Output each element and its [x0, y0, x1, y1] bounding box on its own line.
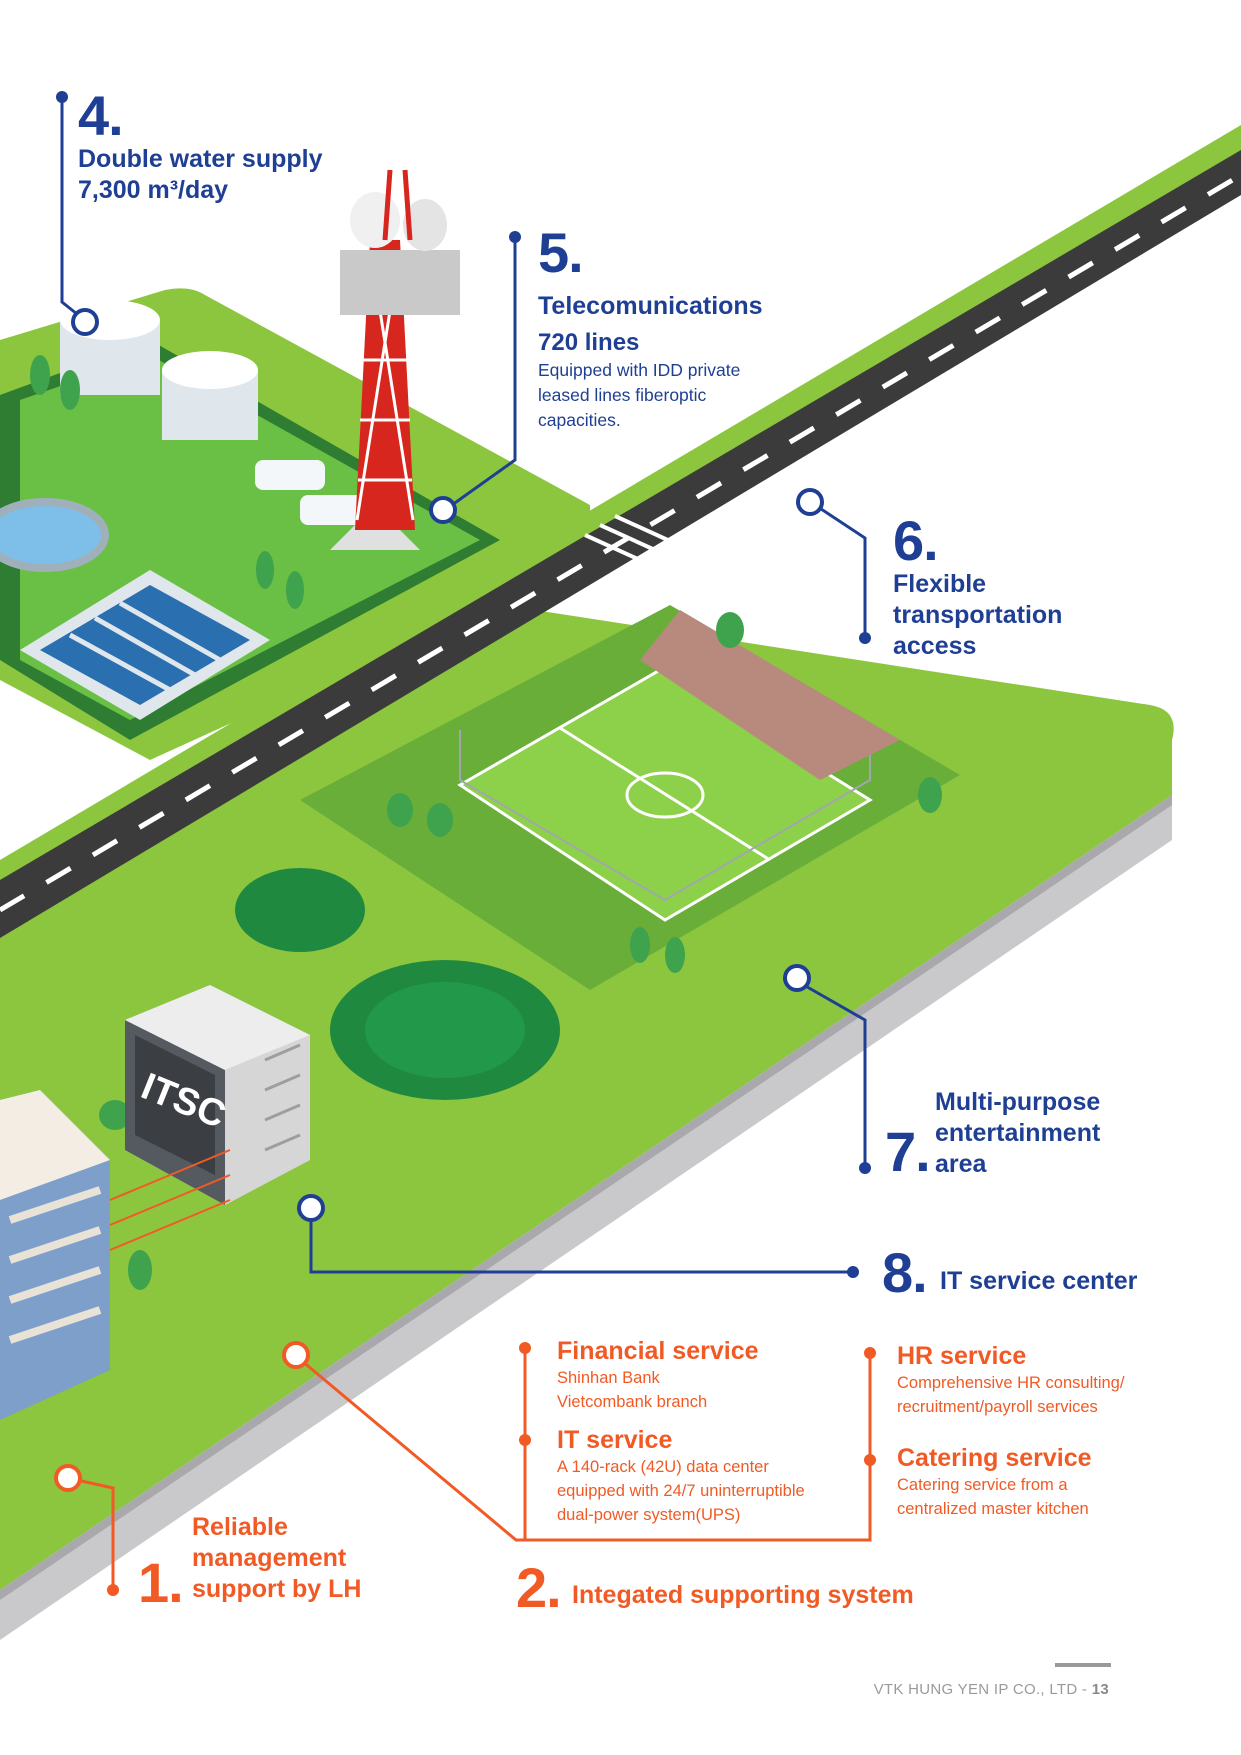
- callout-it-service-center-number: 8.: [882, 1241, 928, 1304]
- water-plant-platform: [0, 288, 590, 760]
- telecom-tower: [330, 169, 460, 550]
- blue-callout-lines: [60, 97, 867, 1274]
- orange-callout-rings: [54, 1341, 310, 1492]
- service-catering: Catering service Catering service from a…: [897, 1443, 1092, 1521]
- page-footer: VTK HUNG YEN IP CO., LTD - 13: [874, 1681, 1109, 1698]
- service-desc: Comprehensive HR consulting/: [897, 1374, 1125, 1392]
- blue-callout-rings: [71, 308, 824, 1222]
- itsc-building: ITSC: [125, 985, 310, 1205]
- callout-line: 7,300 m³/day: [78, 176, 229, 204]
- service-title: IT service: [557, 1426, 673, 1454]
- service-desc: A 140-rack (42U) data center: [557, 1458, 769, 1476]
- road: [0, 125, 1241, 938]
- service-desc: Shinhan Bank: [557, 1369, 660, 1387]
- orange-callout-dots: [107, 1342, 876, 1596]
- blue-callout-dots: [56, 91, 871, 1278]
- service-it: IT service A 140-rack (42U) data center …: [557, 1425, 805, 1527]
- service-desc: Vietcombank branch: [557, 1393, 708, 1411]
- callout-water-supply: 4. Double water supply 7,300 m³/day: [78, 88, 322, 206]
- callout-entertainment: Multi-purpose entertainment area: [935, 1087, 1100, 1180]
- callout-line: Double water supply: [78, 145, 323, 173]
- callout-line: support by LH: [192, 1575, 362, 1603]
- service-desc: Catering service from a: [897, 1476, 1068, 1494]
- service-desc: recruitment/payroll services: [897, 1398, 1098, 1416]
- service-desc: centralized master kitchen: [897, 1500, 1089, 1518]
- service-hr: HR service Comprehensive HR consulting/ …: [897, 1341, 1124, 1419]
- footer-company: VTK HUNG YEN IP CO., LTD -: [873, 1681, 1092, 1698]
- callout-number: 4.: [78, 84, 124, 147]
- service-desc: dual-power system(UPS): [557, 1506, 741, 1524]
- callout-line: area: [935, 1150, 987, 1178]
- callout-desc: capacities.: [538, 410, 621, 430]
- page-number: 13: [1091, 1681, 1109, 1698]
- callout-subtitle: 720 lines: [538, 329, 640, 356]
- callout-title: Telecomunications: [538, 292, 763, 320]
- callout-telecommunications: 5. Telecomunications 720 lines Equipped …: [538, 225, 763, 433]
- service-financial: Financial service Shinhan Bank Vietcomba…: [557, 1336, 759, 1414]
- callout-line: access: [893, 632, 977, 660]
- callout-number: 6.: [893, 509, 939, 572]
- callout-management-number: 1.: [138, 1551, 184, 1614]
- callout-supporting-system: Integated supporting system: [572, 1581, 914, 1609]
- service-title: Catering service: [897, 1444, 1092, 1472]
- service-desc: equipped with 24/7 uninterruptible: [557, 1482, 805, 1500]
- service-title: HR service: [897, 1342, 1027, 1370]
- service-title: Financial service: [557, 1337, 759, 1365]
- callout-line: management: [192, 1544, 347, 1572]
- callout-line: Flexible: [893, 570, 987, 598]
- callout-it-service-center: IT service center: [940, 1267, 1138, 1295]
- callout-transportation: 6. Flexible transportation access: [893, 513, 1062, 662]
- callout-entertainment-number: 7.: [885, 1120, 931, 1183]
- callout-line: Multi-purpose: [935, 1088, 1101, 1116]
- callout-supporting-system-number: 2.: [516, 1556, 562, 1619]
- callout-line: entertainment: [935, 1119, 1101, 1147]
- picnic-area: [235, 868, 560, 1100]
- footer-divider: [1055, 1663, 1111, 1667]
- callout-line: Reliable: [192, 1513, 288, 1541]
- callout-desc: Equipped with IDD private: [538, 360, 741, 380]
- callout-desc: leased lines fiberoptic: [538, 385, 707, 405]
- callout-number: 5.: [538, 221, 584, 284]
- callout-management: Reliable management support by LH: [192, 1512, 361, 1605]
- callout-line: transportation: [893, 601, 1063, 629]
- football-field: [300, 605, 960, 990]
- office-building: [0, 1090, 231, 1420]
